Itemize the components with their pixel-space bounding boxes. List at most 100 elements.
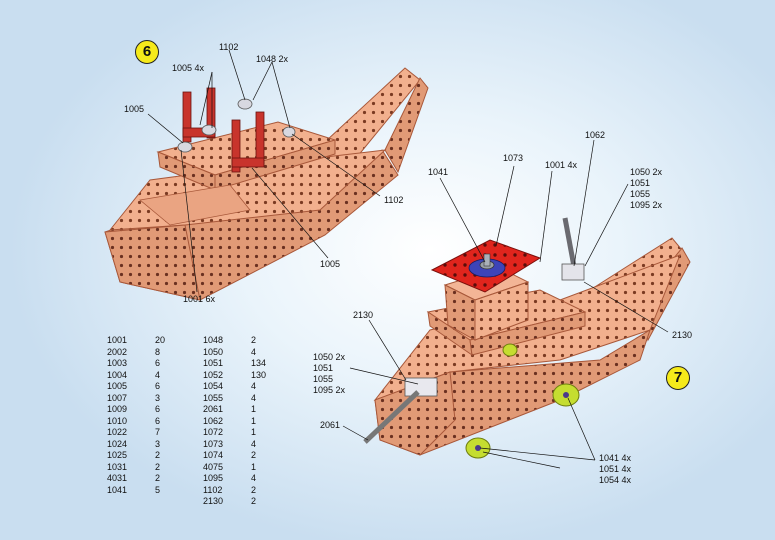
callout-1001-4x: 1001 4x [545,160,578,170]
part-number: 4075 [203,461,224,472]
part-quantity: 5 [155,484,161,495]
callout-1073: 1073 [503,153,524,163]
part-quantity: 2 [251,484,257,495]
part-quantity: 2 [155,450,161,460]
part-quantity: 3 [155,392,161,403]
part-quantity: 6 [155,404,161,414]
part-quantity: 4 [155,369,161,380]
part-number: 1031 [107,461,128,472]
part-quantity: 2 [155,461,161,472]
callout-1055-right: 1055 [630,189,651,199]
part-number: 1072 [203,427,224,437]
part-quantity: 1 [251,404,257,414]
part-quantity: 130 [251,369,267,380]
callout-1050-2x-right: 1050 2x [630,167,663,177]
part-number: 1024 [107,438,128,449]
part-quantity: 4 [251,346,257,357]
part-number: 2002 [107,346,128,357]
callout-1095-2x-right: 1095 2x [630,200,663,210]
parts-list-row: 2002 8 [107,347,185,359]
part-number: 1051 [203,358,224,368]
part-quantity: 3 [155,438,161,449]
callout-1051-4x: 1051 4x [599,464,632,474]
parts-list-row: 1048 2 [203,335,281,347]
parts-list-row: 1004 4 [107,370,185,382]
parts-list-row: 1024 3 [107,439,185,451]
part-quantity: 4 [251,438,257,449]
callout-1051-left: 1051 [313,363,334,373]
callout-2130-right: 2130 [672,330,693,340]
part-number: 1004 [107,369,128,380]
parts-list-row: 1073 4 [203,439,281,451]
part-number: 4031 [107,473,128,483]
part-quantity: 2 [155,473,161,483]
part-quantity: 7 [155,427,161,437]
callout-1102-top: 1102 [219,42,239,52]
part-number: 1010 [107,415,128,426]
part-number: 1054 [203,381,224,391]
callout-1102-right: 1102 [384,195,404,205]
parts-list-row: 1051 134 [203,358,281,370]
parts-list-row: 1025 2 [107,450,185,462]
step-7-badge: 7 [666,366,690,390]
part-number: 1001 [107,335,128,345]
parts-list-row: 1003 6 [107,358,185,370]
parts-list-row: 1005 6 [107,381,185,393]
part-quantity: 4 [251,473,257,483]
part-number: 1025 [107,450,128,460]
part-number: 1055 [203,392,224,403]
part-number: 1074 [203,450,224,460]
callout-1051-right: 1051 [630,178,651,188]
parts-list-row: 1022 7 [107,427,185,439]
part-quantity: 4 [251,381,257,391]
callout-1005-4x: 1005 4x [172,63,205,73]
callout-2130-left: 2130 [353,310,374,320]
step-6-badge: 6 [135,40,159,64]
callout-1005-bottom: 1005 [320,259,341,269]
parts-list-row: 1010 6 [107,416,185,428]
part-quantity: 20 [155,335,166,345]
callout-2061: 2061 [320,420,341,430]
parts-list-row: 1031 2 [107,462,185,474]
callout-1041-top: 1041 [428,167,449,177]
part-quantity: 8 [155,346,161,357]
part-number: 1062 [203,415,224,426]
parts-list-row: 1001 20 [107,335,185,347]
callout-1005-left: 1005 [124,104,145,114]
part-number: 1005 [107,381,128,391]
part-quantity: 6 [155,415,161,426]
callout-1050-2x-left: 1050 2x [313,352,346,362]
part-quantity: 134 [251,358,267,368]
part-number: 1095 [203,473,224,483]
callout-1095-2x-left: 1095 2x [313,385,346,395]
part-quantity: 6 [155,381,161,391]
part-quantity: 2 [251,335,257,345]
parts-list-row: 1074 2 [203,450,281,462]
part-quantity: 4 [251,392,257,403]
callout-1054-4x: 1054 4x [599,475,632,485]
part-quantity: 6 [155,358,161,368]
parts-list-row: 4031 2 [107,473,185,485]
part-number: 2130 [203,496,224,506]
part-number: 1050 [203,346,224,357]
part-number: 1048 [203,335,224,345]
part-number: 1073 [203,438,224,449]
part-quantity: 1 [251,461,257,472]
part-number: 1003 [107,358,128,368]
parts-list-row: 1054 4 [203,381,281,393]
callout-1055-left: 1055 [313,374,334,384]
part-number: 1022 [107,427,128,437]
parts-list-row: 1055 4 [203,393,281,405]
part-quantity: 2 [251,450,257,460]
